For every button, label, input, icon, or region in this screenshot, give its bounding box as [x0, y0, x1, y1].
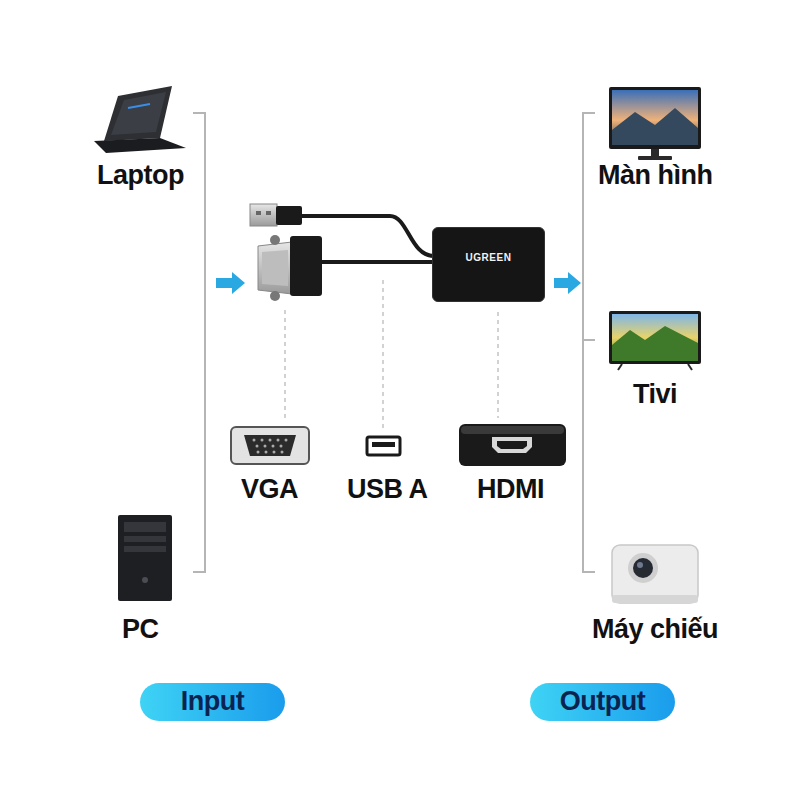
device-label: Máy chiếu: [592, 615, 718, 645]
projector-icon-part: [637, 562, 643, 568]
usb-plug-part: [276, 206, 302, 225]
usb-port-part: [367, 437, 400, 455]
monitor-icon-part: [638, 156, 672, 160]
vga-port-part-part: [261, 439, 264, 442]
pc-icon-part: [142, 577, 148, 583]
leader-line-part: [284, 310, 286, 420]
device-label: Laptop: [97, 161, 184, 191]
usb-port-part: [372, 442, 395, 447]
pc-icon-part: [124, 522, 166, 532]
pc-icon-part: [124, 546, 166, 552]
monitor-icon: [609, 87, 701, 160]
tv-icon-part: [612, 314, 698, 361]
monitor-icon-part: [612, 90, 698, 145]
hdmi-port-part: [497, 441, 527, 449]
monitor-icon-part: [651, 149, 659, 157]
output-pill: Output: [530, 683, 675, 721]
input-bracket: [193, 113, 205, 572]
output-bracket-part: [583, 113, 595, 572]
monitor-icon-part: [612, 108, 698, 145]
output-bracket: [583, 113, 595, 572]
hdmi-port-part: [492, 437, 532, 453]
vga-port-part-part: [285, 439, 288, 442]
usb-plug-part: [256, 211, 261, 215]
port-label: HDMI: [477, 475, 544, 505]
vga-plug-part: [270, 235, 280, 245]
vga-port-part-part: [273, 451, 276, 454]
device-label: PC: [122, 615, 159, 645]
tv-icon-part: [688, 364, 692, 370]
vga-port-part-part: [256, 445, 259, 448]
tv-icon: [609, 311, 701, 370]
vga-plug-part: [262, 250, 288, 286]
laptop-icon-part: [128, 104, 150, 108]
pill-label: Output: [560, 687, 645, 717]
usb-port: [367, 437, 400, 455]
vga-port-part-part: [272, 445, 275, 448]
laptop-icon: [94, 86, 186, 153]
output-bracket-part: [583, 339, 595, 341]
input-pill: Input: [140, 683, 285, 721]
port-label: USB A: [347, 475, 428, 505]
leader-line-part: [382, 280, 384, 430]
vga-port-part-part: [257, 451, 260, 454]
tv-icon-part: [612, 326, 698, 361]
hdmi-port: [459, 424, 566, 466]
vga-port-part-part: [281, 451, 284, 454]
vga-plug: [258, 235, 322, 301]
laptop-icon-part: [104, 86, 172, 141]
usb-plug-part: [266, 211, 271, 215]
usb-plug: [250, 204, 302, 226]
projector-icon-part: [612, 595, 698, 603]
tv-icon-part: [618, 364, 622, 370]
hdmi-port-part: [461, 426, 564, 434]
vga-plug-part: [290, 236, 322, 296]
brand-label: UGREEN: [466, 252, 512, 263]
projector-icon-part: [633, 558, 653, 578]
vga-port: [231, 427, 309, 464]
pc-icon: [118, 515, 172, 601]
pc-icon-part: [124, 536, 166, 542]
leader-line: [285, 280, 498, 430]
leader-line-part: [497, 312, 499, 418]
port-label: VGA: [241, 475, 298, 505]
laptop-icon-part: [111, 92, 166, 135]
output-arrow: [554, 272, 581, 294]
hdmi-port-part: [459, 424, 566, 466]
projector-icon-part: [612, 545, 698, 603]
vga-port-part-part: [277, 439, 280, 442]
cable-part: [318, 260, 434, 264]
vga-port-part-part: [269, 439, 272, 442]
tv-icon-part: [609, 311, 701, 364]
device-label: Tivi: [633, 380, 677, 410]
projector-icon: [612, 545, 698, 603]
device-label: Màn hình: [598, 161, 712, 191]
usb-plug-part: [250, 204, 277, 226]
input-bracket-part: [193, 113, 205, 572]
monitor-icon-part: [609, 87, 701, 149]
vga-port-part-part: [265, 451, 268, 454]
vga-port-part: [244, 435, 296, 456]
vga-plug-part: [270, 291, 280, 301]
vga-port-part: [253, 439, 288, 454]
projector-icon-part: [628, 553, 658, 583]
vga-plug-part: [258, 242, 292, 294]
vga-port-part-part: [253, 439, 256, 442]
vga-port-part-part: [264, 445, 267, 448]
pc-icon-part: [118, 515, 172, 601]
vga-port-part: [231, 427, 309, 464]
vga-port-part-part: [280, 445, 283, 448]
adapter-box: UGREEN: [432, 227, 545, 302]
pill-label: Input: [181, 687, 244, 717]
input-arrow: [216, 272, 245, 294]
laptop-icon-part: [94, 138, 186, 153]
